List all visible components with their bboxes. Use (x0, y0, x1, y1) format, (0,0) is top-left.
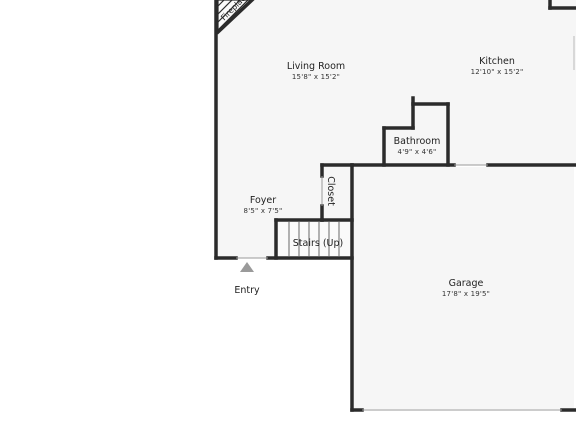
living-room-name: Living Room (286, 61, 346, 72)
kitchen-label: Kitchen 12'10" x 15'2" (447, 56, 547, 76)
foyer-name: Foyer (249, 195, 277, 206)
garage-name: Garage (448, 278, 484, 289)
kitchen-dims: 12'10" x 15'2" (470, 68, 524, 76)
closet-label: Closet (325, 176, 336, 206)
bathroom-dims: 4'9" x 4'6" (397, 148, 437, 156)
entry-label: Entry (234, 285, 260, 296)
entry-arrow-icon (240, 262, 254, 272)
garage-label: Garage 17'8" x 19'5" (416, 278, 516, 298)
thin-lines (236, 164, 562, 411)
stairs-label: Stairs (Up) (292, 238, 344, 249)
bathroom-label: Bathroom 4'9" x 4'6" (385, 136, 449, 156)
garage-floor-area (354, 167, 574, 409)
foyer-label: Foyer 8'5" x 7'5" (228, 195, 298, 215)
stair-treads (288, 222, 340, 256)
garage-dims: 17'8" x 19'5" (441, 290, 491, 298)
stairs-area (278, 221, 350, 257)
living-room-dims: 15'8" x 15'2" (291, 73, 341, 81)
bathroom-name: Bathroom (393, 136, 441, 147)
foyer-dims: 8'5" x 7'5" (243, 207, 283, 215)
walls (214, 0, 576, 412)
living-room-label: Living Room 15'8" x 15'2" (266, 61, 366, 81)
kitchen-name: Kitchen (479, 56, 515, 67)
